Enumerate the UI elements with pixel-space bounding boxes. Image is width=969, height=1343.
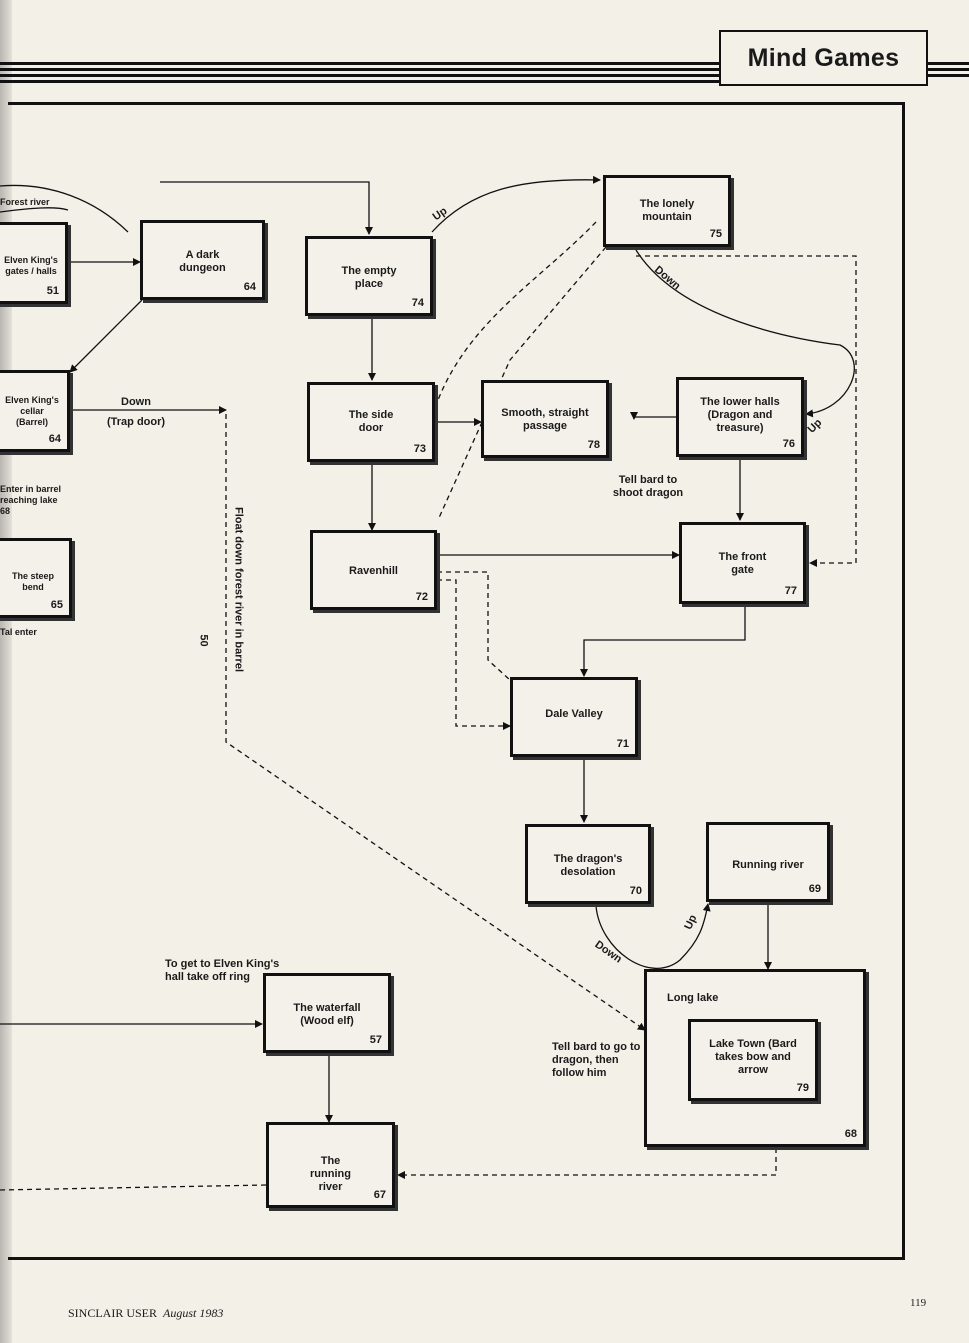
- node-69: Running river 69: [706, 822, 830, 902]
- edge-75-72-dashed: [437, 246, 607, 521]
- page-gutter-shadow: [0, 0, 12, 1343]
- footer-date: August 1983: [163, 1306, 224, 1320]
- node-79-number: 79: [796, 1082, 809, 1094]
- header-rules: [0, 62, 969, 96]
- note-tal-enter: Tal enter: [0, 627, 37, 637]
- node-64a: A dark dungeon 64: [140, 220, 265, 300]
- node-57-number: 57: [369, 1034, 382, 1046]
- note-tell-bard-go: Tell bard to go to dragon, then follow h…: [552, 1041, 641, 1079]
- node-70-number: 70: [629, 885, 642, 897]
- node-65-label: The steep bend: [11, 571, 54, 592]
- edge-barrel-route: [225, 414, 646, 1031]
- note-down: Down: [121, 396, 151, 408]
- note-trap-door: (Trap door): [107, 416, 166, 428]
- node-78: Smooth, straight passage 78: [481, 380, 609, 458]
- node-75-number: 75: [709, 228, 722, 240]
- section-header: Mind Games: [719, 30, 928, 86]
- edge-68-67-dashed: [397, 1148, 777, 1179]
- node-67-number: 67: [373, 1189, 386, 1201]
- node-65-number: 65: [50, 599, 63, 611]
- node-75-label: The lonely mountain: [639, 198, 695, 223]
- node-64a-label: A dark dungeon: [179, 249, 226, 274]
- node-77: The front gate 77: [679, 522, 806, 604]
- node-68-label: Long lake: [667, 992, 719, 1004]
- node-74-number: 74: [411, 297, 424, 309]
- diagram-frame: [8, 102, 905, 1260]
- node-76-label: The lower halls (Dragon and treasure): [700, 396, 780, 434]
- node-77-number: 77: [784, 585, 797, 597]
- edge-64a-64b: [69, 299, 143, 373]
- node-71: Dale Valley 71: [510, 677, 638, 757]
- node-79: Lake Town (Bard takes bow and arrow 79: [688, 1019, 818, 1101]
- node-73-label: The side door: [348, 409, 394, 434]
- footer-page-number: 119: [910, 1297, 927, 1309]
- note-forest-river: Forest river: [0, 197, 50, 207]
- node-78-number: 78: [587, 439, 600, 451]
- node-65: The steep bend 65: [0, 538, 72, 618]
- node-68-number: 68: [844, 1128, 857, 1140]
- section-title: Mind Games: [747, 43, 900, 72]
- node-67-label: The running river: [310, 1155, 351, 1193]
- node-75: The lonely mountain 75: [603, 175, 731, 247]
- node-70: The dragon's desolation 70: [525, 824, 651, 904]
- node-69-number: 69: [808, 883, 821, 895]
- node-64b-label: Elven King's cellar (Barrel): [5, 395, 59, 427]
- node-70-label: The dragon's desolation: [553, 853, 623, 878]
- node-51-number: 51: [46, 285, 59, 297]
- node-64a-number: 64: [243, 281, 256, 293]
- node-79-label: Lake Town (Bard takes bow and arrow: [709, 1038, 797, 1076]
- node-69-label: Running river: [732, 859, 804, 871]
- note-float-barrel-number: 50: [197, 634, 210, 647]
- node-57: The waterfall (Wood elf) 57: [263, 973, 391, 1053]
- node-51: Elven King's gates / halls 51: [0, 222, 68, 304]
- edge-72-71b-dashed: [437, 579, 511, 730]
- edge-74-75: [431, 175, 601, 233]
- edge-75-73-dashed: [437, 221, 597, 401]
- forest-river-line: [0, 207, 69, 213]
- note-elven-ring: To get to Elven King's hall take off rin…: [165, 958, 280, 983]
- node-78-label: Smooth, straight passage: [501, 407, 589, 432]
- node-73: The side door 73: [307, 382, 435, 462]
- edge-top-74: [160, 181, 373, 235]
- note-tell-bard-shoot: Tell bard to shoot dragon: [612, 474, 684, 499]
- node-51-label: Elven King's gates / halls: [4, 255, 58, 276]
- node-71-label: Dale Valley: [545, 708, 603, 720]
- node-77-label: The front gate: [718, 551, 767, 576]
- node-76-number: 76: [782, 438, 795, 450]
- node-74: The empty place 74: [305, 236, 433, 316]
- footer-magazine: SINCLAIR USER August 1983: [68, 1306, 223, 1321]
- node-73-number: 73: [413, 443, 426, 455]
- edge-70-69: [591, 898, 711, 969]
- node-76: The lower halls (Dragon and treasure) 76: [676, 377, 804, 457]
- edge-77-71: [580, 573, 749, 677]
- edge-75-76: [635, 249, 855, 418]
- node-64b-number: 64: [48, 433, 61, 445]
- node-67: The running river 67: [266, 1122, 395, 1208]
- node-71-number: 71: [616, 738, 629, 750]
- note-barrel-lake: Enter in barrel reaching lake 68: [0, 484, 62, 516]
- node-74-label: The empty place: [341, 265, 397, 290]
- footer-magazine-name: SINCLAIR USER: [68, 1306, 158, 1320]
- node-64b: Elven King's cellar (Barrel) 64: [0, 370, 70, 452]
- edge-76-78: [630, 412, 676, 420]
- forest-river-curve: [0, 184, 129, 233]
- node-72-number: 72: [415, 591, 428, 603]
- edge-75-77-dashed: [636, 255, 857, 567]
- node-72: Ravenhill 72: [310, 530, 437, 610]
- node-57-label: The waterfall (Wood elf): [293, 1002, 361, 1027]
- note-float-barrel: Float down forest river in barrel: [232, 506, 245, 673]
- edge-67-left-dashed: [0, 1184, 267, 1191]
- edge-72-71-dashed: [437, 571, 511, 681]
- node-72-label: Ravenhill: [349, 565, 398, 577]
